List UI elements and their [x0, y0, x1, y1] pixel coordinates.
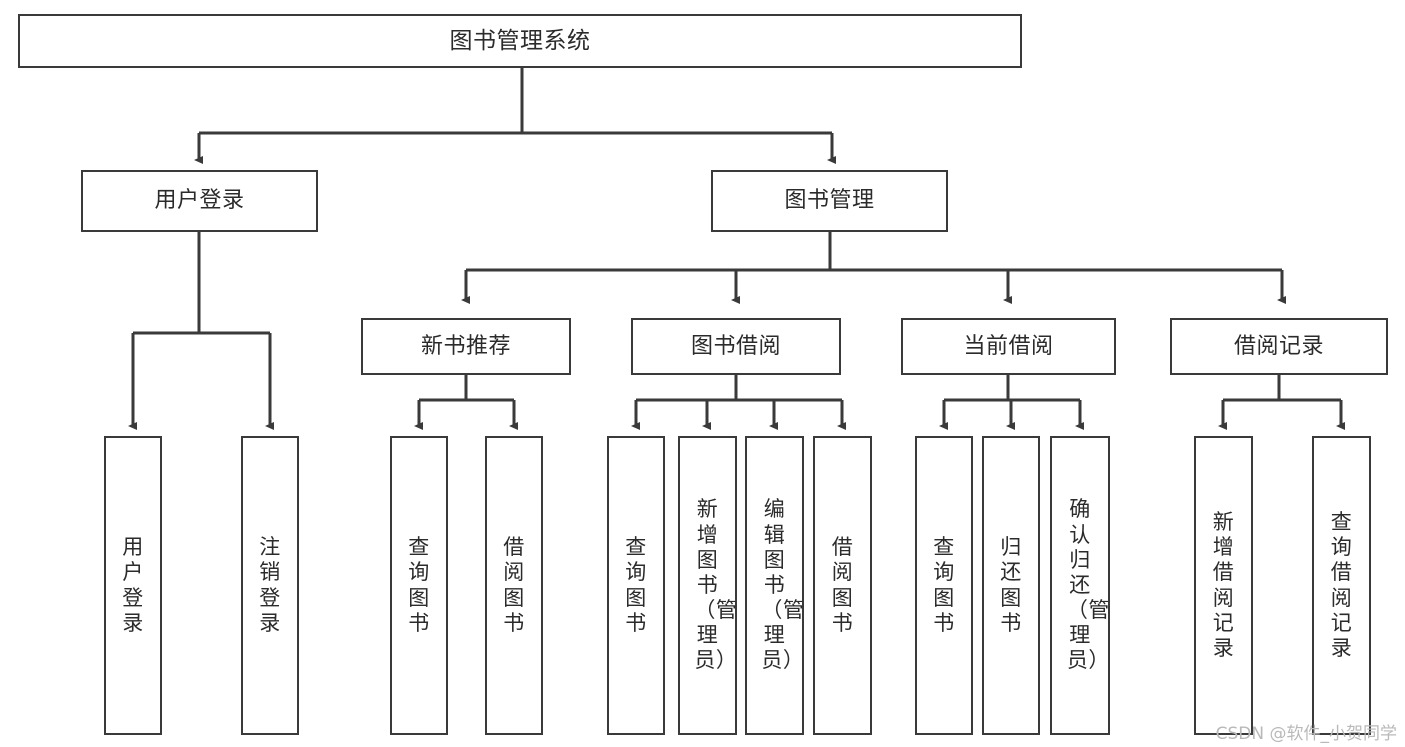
- node-user-login[interactable]: 用户登录: [81, 170, 318, 232]
- leaf-user-login[interactable]: 用户登录: [104, 436, 162, 735]
- node-label: 查询图书: [408, 535, 430, 635]
- node-current-borrow[interactable]: 当前借阅: [901, 318, 1116, 375]
- node-borrow-record[interactable]: 借阅记录: [1170, 318, 1388, 375]
- leaf-record-add-record[interactable]: 新增借阅记录: [1194, 436, 1253, 735]
- node-label: 借阅图书: [831, 535, 854, 635]
- node-label: 图书管理系统: [449, 27, 591, 54]
- node-label: 查询借阅记录: [1330, 509, 1353, 660]
- node-label: 确认归还（管理员）: [1066, 497, 1110, 673]
- leaf-borrow-add-book-admin[interactable]: 新增图书（管理员）: [678, 436, 737, 735]
- watermark: CSDN @软件_小贺同学: [1215, 724, 1397, 744]
- leaf-newbook-query-book[interactable]: 查询图书: [390, 436, 448, 735]
- leaf-current-confirm-return-admin[interactable]: 确认归还（管理员）: [1050, 436, 1110, 735]
- leaf-borrow-borrow-book[interactable]: 借阅图书: [813, 436, 872, 735]
- node-label: 新书推荐: [420, 333, 511, 359]
- leaf-current-return-book[interactable]: 归还图书: [982, 436, 1040, 735]
- leaf-current-query-book[interactable]: 查询图书: [915, 436, 973, 735]
- leaf-record-query-record[interactable]: 查询借阅记录: [1312, 436, 1371, 735]
- leaf-borrow-query-book[interactable]: 查询图书: [607, 436, 665, 735]
- node-label: 注销登录: [259, 535, 281, 635]
- node-label: 查询图书: [933, 535, 955, 635]
- node-label: 图书借阅: [690, 333, 781, 359]
- leaf-borrow-edit-book-admin[interactable]: 编辑图书（管理员）: [745, 436, 804, 735]
- node-label: 查询图书: [625, 535, 647, 635]
- node-new-book-recommend[interactable]: 新书推荐: [361, 318, 571, 375]
- leaf-user-logout[interactable]: 注销登录: [241, 436, 299, 735]
- leaf-newbook-borrow-book[interactable]: 借阅图书: [485, 436, 543, 735]
- node-book-management[interactable]: 图书管理: [711, 170, 948, 232]
- node-label: 借阅图书: [503, 535, 525, 635]
- node-label: 借阅记录: [1233, 333, 1324, 359]
- node-book-borrow[interactable]: 图书借阅: [631, 318, 841, 375]
- node-label: 当前借阅: [963, 333, 1054, 359]
- node-label: 编辑图书（管理员）: [761, 497, 805, 673]
- node-label: 用户登录: [122, 535, 144, 635]
- node-label: 用户登录: [154, 188, 245, 214]
- node-label: 归还图书: [1000, 535, 1022, 635]
- node-label: 新增借阅记录: [1212, 509, 1235, 660]
- node-label: 图书管理: [784, 188, 875, 214]
- node-root-system[interactable]: 图书管理系统: [18, 14, 1022, 68]
- node-label: 新增图书（管理员）: [694, 497, 738, 673]
